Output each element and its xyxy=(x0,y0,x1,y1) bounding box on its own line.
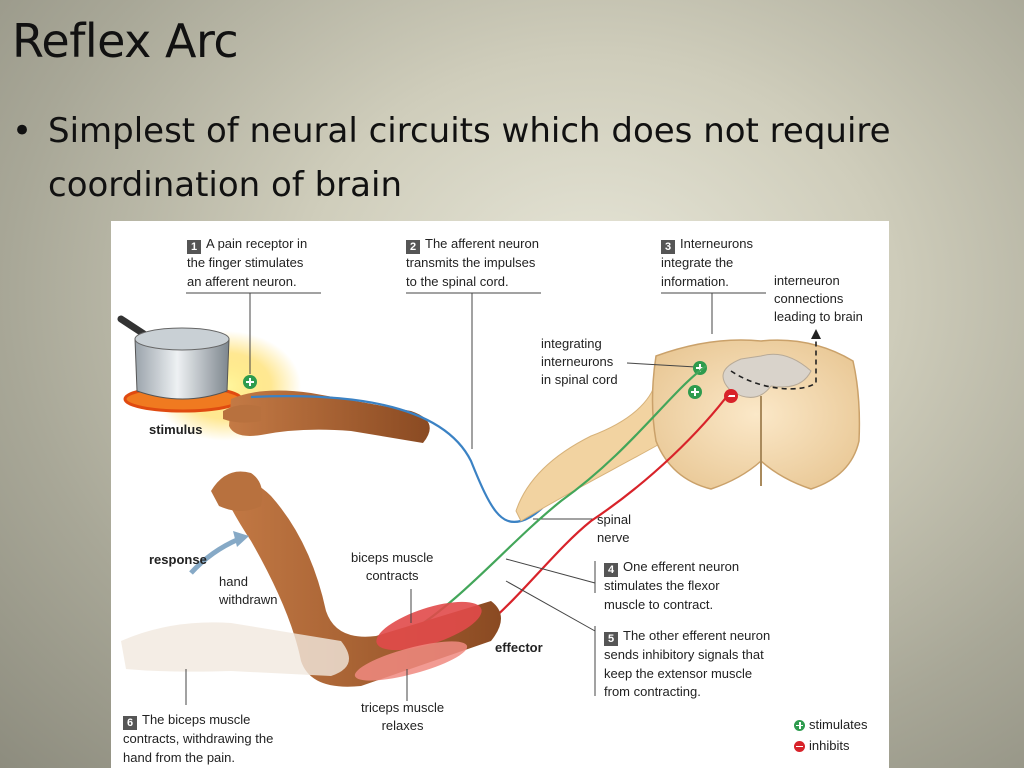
spinal-nerve-label: spinal nerve xyxy=(597,511,631,547)
biceps-label: biceps muscle contracts xyxy=(351,549,433,585)
step-2-caption: 2 The afferent neuron transmits the impul… xyxy=(406,235,539,291)
bullet-list: • Simplest of neural circuits which does… xyxy=(12,104,1002,212)
hand-withdrawn-label: hand withdrawn xyxy=(219,573,278,609)
effector-label: effector xyxy=(495,640,543,655)
step-2-line-2: transmits the impulses xyxy=(406,255,536,270)
bullet-line-1: Simplest of neural circuits which does n… xyxy=(48,111,891,151)
response-arrow-icon xyxy=(189,536,240,575)
step-3-line-3: information. xyxy=(661,273,729,289)
spinal-cord-section xyxy=(651,339,861,490)
integrating-interneurons-line-3: in spinal cord xyxy=(541,372,618,387)
integrating-interneurons-label: integrating interneurons in spinal cord xyxy=(541,335,618,389)
interneuron-minus-icon xyxy=(724,389,738,403)
legend-stimulates-label: stimulates xyxy=(809,717,868,732)
bullet-text: Simplest of neural circuits which does n… xyxy=(48,104,891,212)
interneuron-brain-path xyxy=(730,333,817,390)
step-3-badge: 3 xyxy=(661,240,675,254)
step-1-caption: 1 A pain receptor in the finger stimulate… xyxy=(187,235,307,291)
biceps-line-2: contracts xyxy=(365,568,419,583)
receptor-plus-icon xyxy=(243,375,257,389)
spinal-nerve-line-1: spinal xyxy=(597,512,631,527)
triceps-line-2: relaxes xyxy=(381,718,424,733)
interneuron-connections-line-3: leading to brain xyxy=(774,309,863,324)
triceps-label: triceps muscle relaxes xyxy=(361,699,444,735)
triceps-muscle xyxy=(354,641,468,681)
step-6-badge: 6 xyxy=(123,716,137,730)
step-2-line-3: to the spinal cord. xyxy=(406,273,509,289)
response-hand xyxy=(211,471,263,511)
biceps-muscle xyxy=(376,601,482,651)
interneuron-plus-icon-2 xyxy=(688,385,702,399)
step-5-line-3: keep the extensor muscle xyxy=(604,665,753,681)
step-1-line-3: an afferent neuron. xyxy=(187,273,297,289)
step-4-badge: 4 xyxy=(604,563,618,577)
reflex-arc-figure: 1 A pain receptor in the finger stimulate… xyxy=(111,221,889,768)
response-label: response xyxy=(149,552,207,567)
legend: stimulates inhibits xyxy=(794,716,868,755)
step-1-line-1: A pain receptor in xyxy=(206,236,308,251)
hand-withdrawn-line-2: withdrawn xyxy=(219,592,278,607)
step-4-caption: 4 One efferent neuron stimulates the flex… xyxy=(604,558,739,614)
step-4-line-2: stimulates the flexor xyxy=(604,578,720,593)
step-6-line-3: hand from the pain. xyxy=(123,749,236,765)
bullet-line-2: coordination of brain xyxy=(48,165,402,205)
stimulus-label: stimulus xyxy=(149,422,203,437)
step-5-line-1: The other efferent neuron xyxy=(623,628,771,643)
triceps-line-1: triceps muscle xyxy=(361,700,445,715)
step-6-caption: 6 The biceps muscle contracts, withdrawin… xyxy=(123,711,273,767)
step-4-line-1: One efferent neuron xyxy=(623,559,740,574)
step-3-line-2: integrate the xyxy=(661,255,734,270)
step-5-caption: 5 The other efferent neuron sends inhibit… xyxy=(604,627,770,702)
step-3-line-1: Interneurons xyxy=(680,236,753,251)
integrating-interneurons-line-2: interneurons xyxy=(541,354,614,369)
bullet-item: • Simplest of neural circuits which does… xyxy=(12,104,1002,212)
legend-inhibits-label: inhibits xyxy=(809,738,850,753)
stimulus-arm xyxy=(229,390,430,443)
stimulates-icon xyxy=(794,719,805,731)
spinal-nerve-line-2: nerve xyxy=(597,530,630,545)
step-5-line-4: from contracting. xyxy=(604,684,701,699)
step-4-line-3: muscle to contract. xyxy=(604,596,714,612)
step-5-badge: 5 xyxy=(604,632,618,646)
integrating-interneurons-line-1: integrating xyxy=(541,336,602,351)
step-2-line-1: The afferent neuron xyxy=(425,236,539,251)
step-6-line-1: The biceps muscle xyxy=(142,712,251,727)
hand-withdrawn-line-1: hand xyxy=(219,574,248,589)
step-6-line-2: contracts, withdrawing the xyxy=(123,731,274,746)
ghost-arm xyxy=(121,622,349,676)
legend-stimulates: stimulates xyxy=(794,716,868,734)
biceps-line-1: biceps muscle xyxy=(351,550,434,565)
efferent-excitatory-path xyxy=(410,365,707,632)
legend-inhibits: inhibits xyxy=(794,737,868,755)
interneuron-connections-line-2: connections xyxy=(774,291,844,306)
inhibits-icon xyxy=(794,740,805,752)
pot-icon xyxy=(117,315,230,400)
step-3-caption: 3 Interneurons integrate the information. xyxy=(661,235,753,291)
step-1-line-2: the finger stimulates xyxy=(187,255,304,270)
slide-title: Reflex Arc xyxy=(12,14,239,68)
interneuron-connections-line-1: interneuron xyxy=(774,273,840,288)
step-5-line-2: sends inhibitory signals that xyxy=(604,647,764,662)
interneuron-connections-label: interneuron connections leading to brain xyxy=(774,272,863,326)
bullet-dot-icon: • xyxy=(12,111,33,151)
interneuron-plus-icon-1 xyxy=(693,361,707,375)
step-2-badge: 2 xyxy=(406,240,420,254)
reflex-arc-illustration xyxy=(117,292,861,705)
step-1-badge: 1 xyxy=(187,240,201,254)
